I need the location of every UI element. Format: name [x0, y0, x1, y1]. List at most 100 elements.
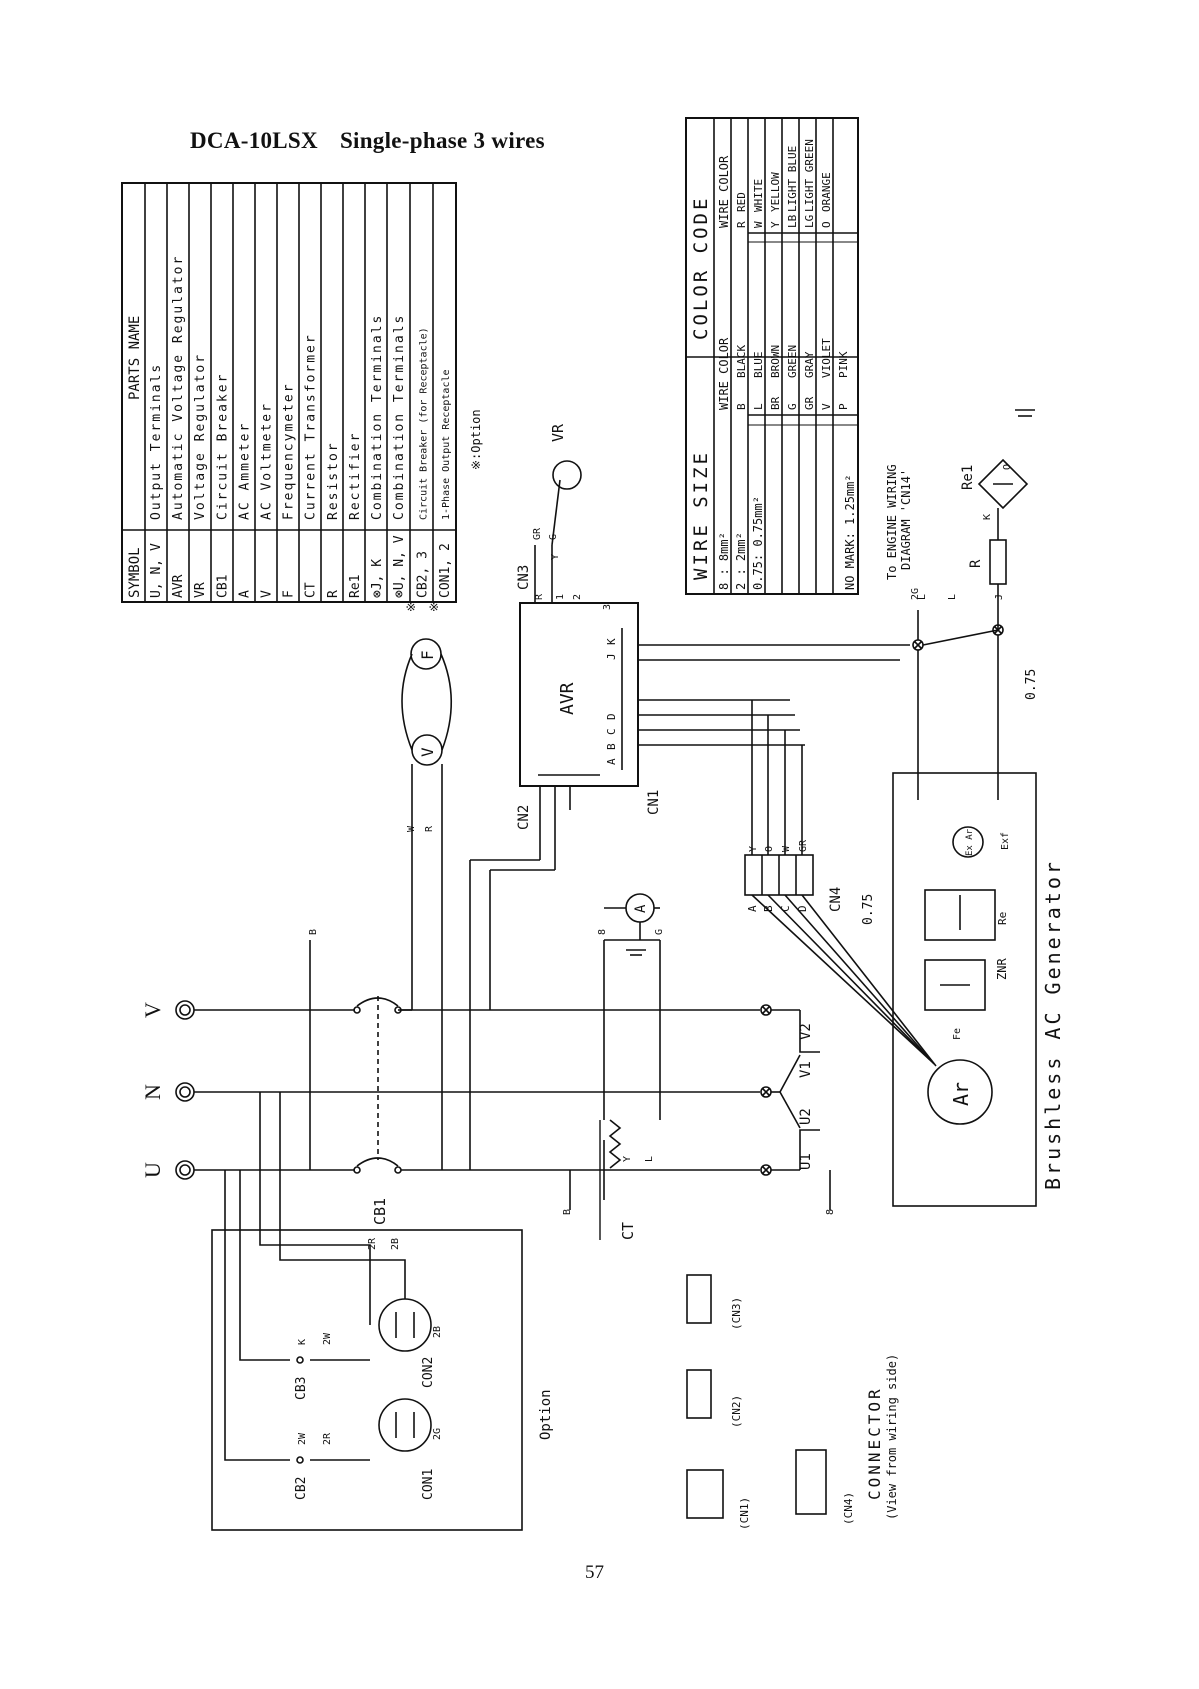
vr-label: VR	[549, 423, 567, 442]
wire-tag: 8	[597, 929, 608, 935]
ct-label: CT	[619, 1222, 637, 1240]
parts-row-name: AC Ammeter	[237, 422, 252, 520]
color-right-name: RED	[735, 192, 748, 212]
avr-terminal-label: K	[605, 638, 618, 645]
wire-tag: 2B	[432, 1326, 443, 1338]
wire-tag: 2B	[390, 1238, 401, 1250]
avr-box	[519, 602, 639, 787]
wire-tag: K	[297, 1339, 308, 1345]
option-mark-2: ※	[427, 602, 441, 612]
parts-row-name: Frequencymeter	[282, 382, 297, 520]
wire-tag: O	[1002, 464, 1013, 470]
diagram-subtitle: Single-phase 3 wires	[339, 128, 545, 153]
terminal-v-outer	[175, 1000, 195, 1020]
parts-table-text: SYMBOL PARTS NAME	[127, 316, 143, 598]
color-left-name: GRAY	[803, 351, 816, 378]
wire-tag: G	[548, 534, 559, 540]
cn1-label: CN1	[646, 790, 662, 815]
rectifier-re1	[977, 458, 1029, 510]
wire-size-row: 8 : 8mm²	[717, 532, 731, 590]
color-right-code: R	[735, 221, 748, 228]
avr-label: AVR	[557, 682, 578, 715]
parts-row-name: Automatic Voltage Regulator	[171, 255, 186, 520]
color-left-name: VIOLET	[820, 338, 833, 378]
cn4-color-label: O	[764, 846, 775, 852]
cn4-connector	[795, 1449, 827, 1515]
terminal-label-u: U	[140, 1162, 165, 1178]
parts-table	[121, 182, 457, 603]
field-label: Fe	[952, 1028, 963, 1040]
parts-row-name: AC Voltmeter	[260, 402, 275, 520]
wire-tag: 2W	[297, 1432, 308, 1445]
color-left-name: PINK	[837, 351, 850, 378]
color-right-code: W	[752, 221, 765, 228]
parts-row-name: Combination Terminals	[392, 314, 407, 520]
wire-size-row: 0.75: 0.75mm²	[751, 496, 765, 590]
cn3-connector	[686, 1274, 712, 1324]
parts-row-symbol: CT	[304, 582, 319, 598]
cn4-color-label: GR	[798, 839, 809, 852]
parts-header-name: PARTS NAME	[127, 316, 143, 400]
wire-tag: L	[644, 1156, 655, 1162]
cb1-label: CB1	[371, 1198, 389, 1225]
color-left-name: BLUE	[752, 352, 765, 379]
cn4-color-label: W	[781, 845, 792, 852]
wire-tag: 2R	[322, 1432, 333, 1445]
color-right-name: ORANGE	[820, 172, 833, 212]
wire-size-row: NO MARK: 1.25mm²	[843, 474, 857, 590]
cn4-terminal-label: A	[746, 905, 759, 912]
parts-row-name: Rectifier	[348, 432, 363, 520]
color-right-name: LIGHT BLUE	[786, 146, 799, 212]
color-right-name: YELLOW	[769, 172, 782, 212]
color-code-table	[685, 117, 859, 595]
page-number: 57	[585, 1562, 604, 1583]
engine-wiring-label-1: To ENGINE WIRING	[885, 464, 899, 580]
parts-row-symbol: Re1	[348, 575, 363, 598]
con2-label: CON2	[421, 1357, 436, 1388]
parts-row-name: 1-Phase Output Receptacle	[441, 369, 452, 520]
parts-row-name: Circuit Breaker	[215, 373, 230, 520]
parts-row-name: Combination Terminals	[370, 314, 385, 520]
cb2-label: CB2	[294, 1477, 309, 1500]
winding-v1: V1	[798, 1061, 814, 1078]
cn2-caption: (CN2)	[730, 1395, 743, 1428]
avr-terminal-label: C	[605, 728, 618, 735]
wire-tag: B	[308, 929, 319, 935]
wire-075-jk: 0.75	[1024, 669, 1039, 700]
cn3-caption: (CN3)	[730, 1297, 743, 1330]
parts-row-symbol: A	[237, 590, 252, 598]
color-right-code: LB	[786, 214, 799, 228]
wire-tag: J	[994, 594, 1005, 600]
wire-tag: 2G	[432, 1428, 443, 1440]
color-left-code: G	[786, 403, 799, 410]
wire-tag: 2G	[910, 588, 921, 600]
engine-wiring-label-2: DIAGRAM 'CN14'	[899, 469, 913, 570]
rec-gen-label: Re	[996, 912, 1009, 925]
parts-row-name: Output Terminals	[149, 363, 164, 520]
wire-tag: L	[947, 594, 958, 600]
model-name: DCA-10LSX	[190, 128, 318, 153]
generator-label: Brushless AC Generator	[1041, 859, 1065, 1190]
wire-tag: 8	[825, 1209, 836, 1215]
avr-terminal-label: A	[605, 758, 618, 765]
parts-row-symbol: CB2, 3	[416, 551, 431, 598]
cn4-terminal-label: C	[779, 905, 792, 912]
color-left-code: P	[837, 403, 850, 410]
wire-tag: 2W	[322, 1332, 333, 1345]
parts-row-name: Resistor	[326, 441, 341, 520]
wire-size-row: 2 : 2mm²	[734, 532, 748, 590]
connector-subtitle: (View from wiring side)	[885, 1354, 899, 1520]
znr-label: ZNR	[995, 958, 1009, 980]
con1-label: CON1	[421, 1469, 436, 1500]
color-right-code: Y	[769, 221, 782, 228]
parts-row-symbol: ⊗J, K	[370, 559, 385, 598]
color-right-code: LG	[803, 215, 816, 228]
parts-row-name: Current Transformer	[304, 333, 319, 520]
parts-header-symbol: SYMBOL	[127, 547, 143, 598]
color-code-title: COLOR CODE	[690, 196, 712, 340]
exciter-label: Ex Ar	[965, 828, 975, 856]
